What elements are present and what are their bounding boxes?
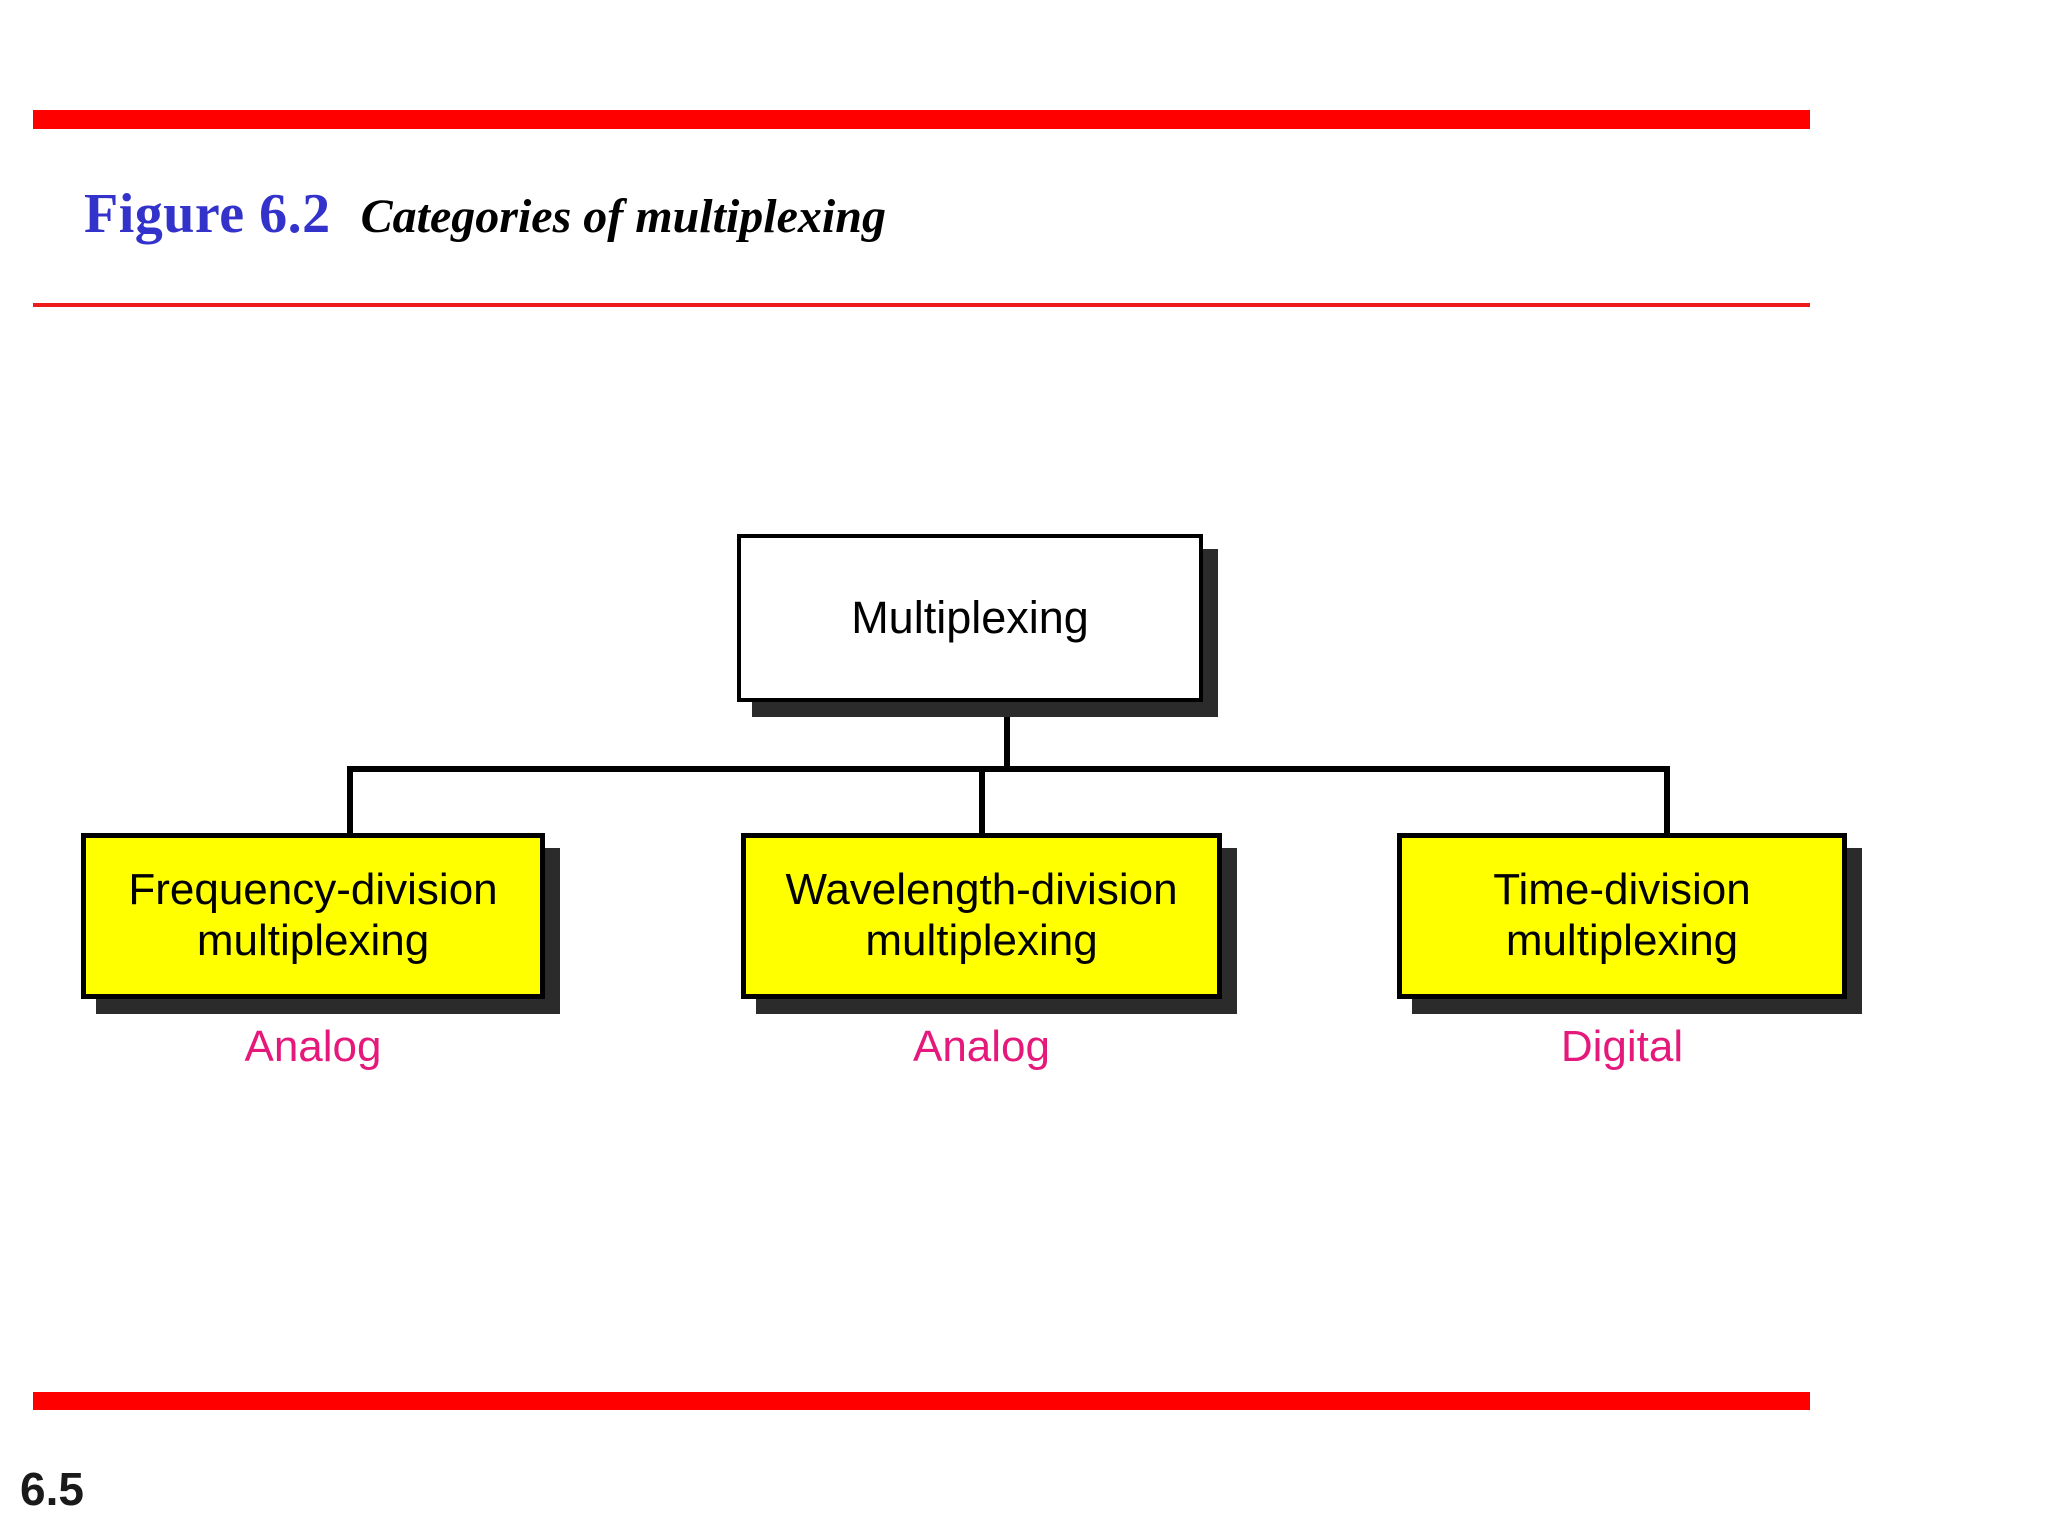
top-accent-rule: [33, 110, 1810, 129]
caption-tdm: Digital: [1560, 1022, 1684, 1071]
caption-wdm: Analog: [912, 1022, 1050, 1071]
node-multiplexing[interactable]: Multiplexing: [737, 534, 1203, 702]
connector-drop-fdm: [347, 766, 353, 836]
node-fdm-label: Frequency-division multiplexing: [128, 865, 498, 965]
node-fdm[interactable]: Frequency-division multiplexing: [81, 833, 545, 999]
bottom-accent-rule: [33, 1392, 1810, 1410]
figure-title-row: Figure 6.2 Categories of multiplexing: [84, 182, 886, 246]
figure-caption: Categories of multiplexing: [360, 190, 886, 243]
page-number: 6.5: [20, 1463, 84, 1515]
figure-number: Figure 6.2: [84, 183, 331, 245]
caption-fdm: Analog: [244, 1022, 382, 1071]
node-tdm-label: Time-division multiplexing: [1493, 865, 1751, 965]
title-underline-rule: [33, 303, 1810, 307]
connector-root-stem: [1004, 700, 1010, 772]
node-wdm-label: Wavelength-division multiplexing: [785, 865, 1178, 965]
node-tdm[interactable]: Time-division multiplexing: [1397, 833, 1847, 999]
connector-drop-tdm: [1664, 766, 1670, 836]
connector-horizontal-bus: [347, 766, 1670, 772]
connector-drop-wdm: [979, 766, 985, 836]
node-multiplexing-label: Multiplexing: [851, 592, 1089, 644]
node-wdm[interactable]: Wavelength-division multiplexing: [741, 833, 1222, 999]
